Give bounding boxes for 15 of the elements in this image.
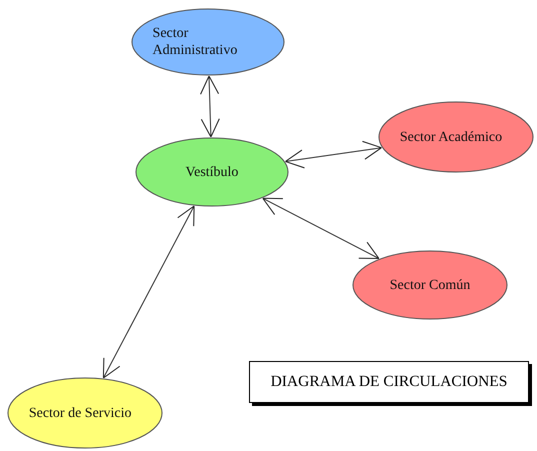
arrow	[102, 206, 195, 378]
sector-label: Sector Administrativo	[152, 25, 238, 59]
sector-ellipse	[378, 101, 534, 173]
sector-label: Sector Académico	[400, 128, 502, 146]
sector-ellipse	[352, 250, 508, 320]
sector-label: Vestíbulo	[186, 164, 238, 180]
sector-ellipse	[131, 8, 285, 76]
sector-ellipse	[135, 137, 289, 207]
diagram-title: DIAGRAMA DE CIRCULACIONES	[249, 361, 529, 403]
arrow	[284, 140, 382, 168]
sector-ellipse	[7, 377, 163, 449]
sector-label: Sector Común	[390, 276, 470, 294]
arrow	[200, 76, 220, 138]
arrow	[262, 198, 380, 259]
sector-label: Sector de Servicio	[28, 404, 132, 422]
